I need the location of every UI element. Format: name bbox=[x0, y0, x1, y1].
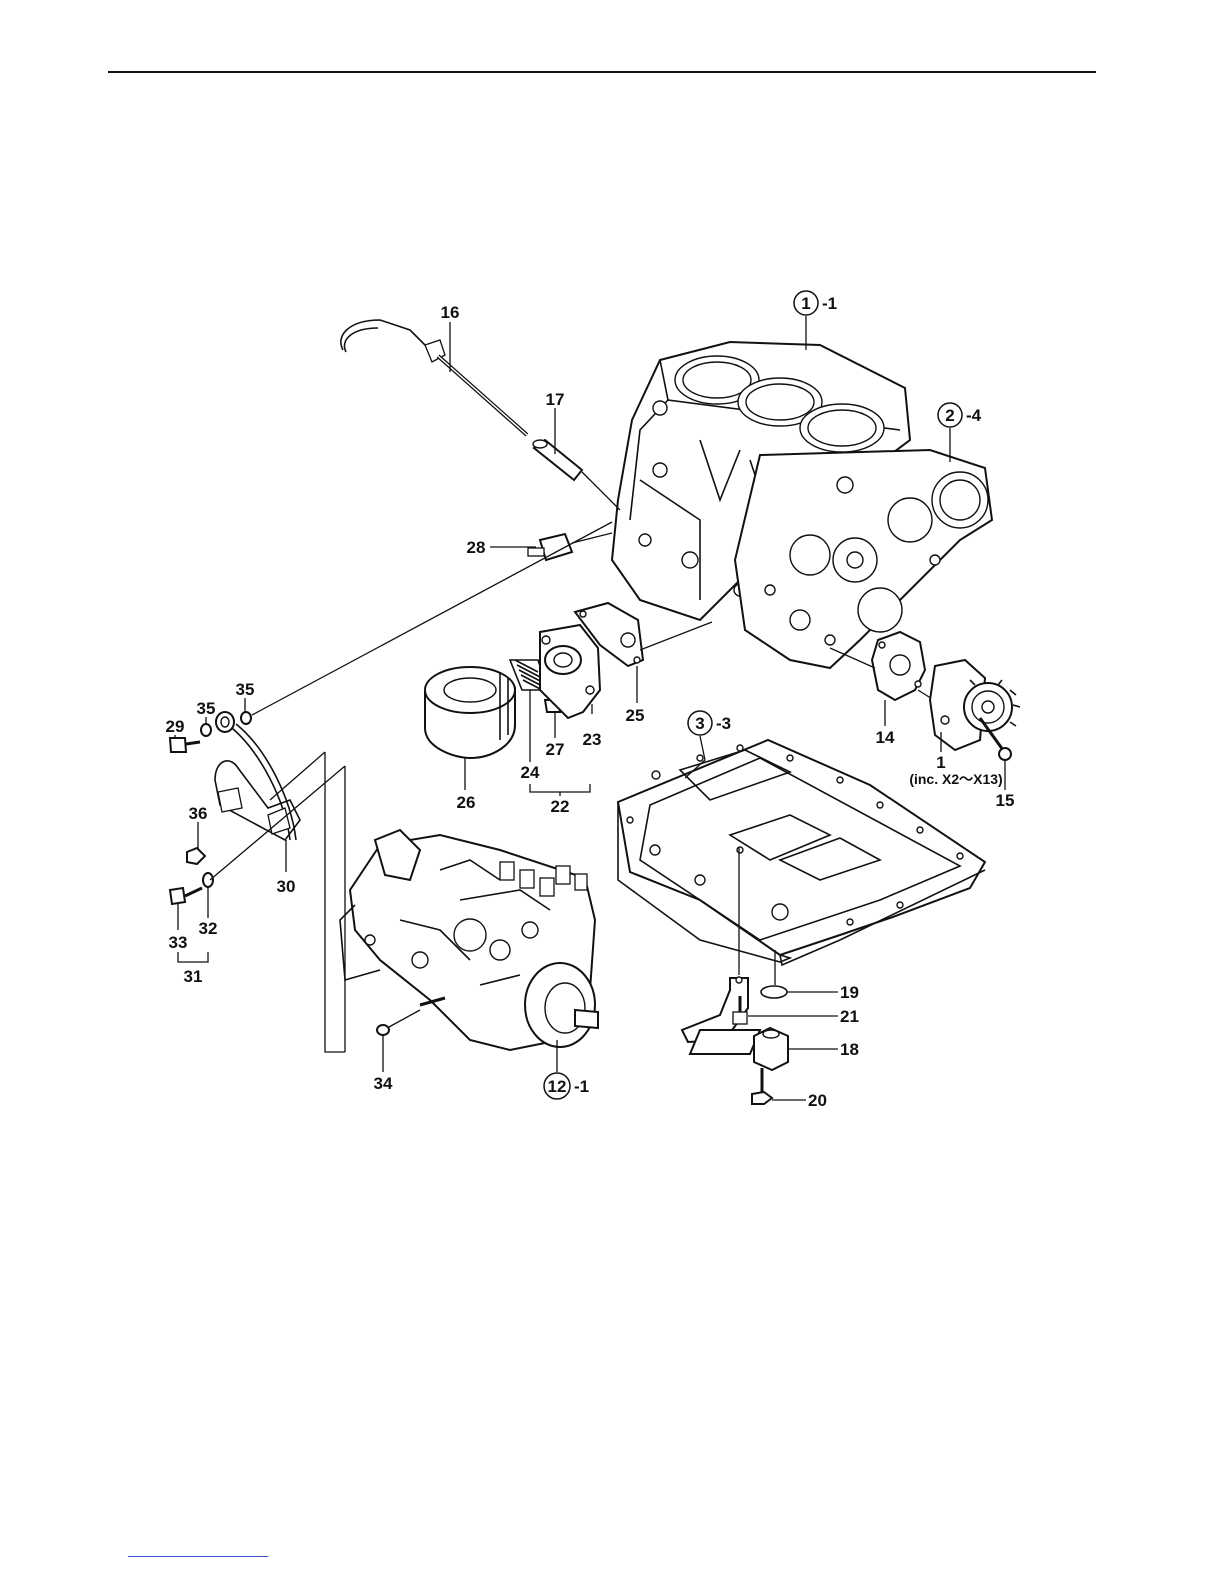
bracket-22 bbox=[530, 784, 590, 792]
callout-1: 1 bbox=[936, 753, 945, 772]
callout-35-right: 35 bbox=[236, 680, 255, 699]
oil-pipe bbox=[215, 724, 300, 840]
callout-33: 33 bbox=[169, 933, 188, 952]
svg-text:3: 3 bbox=[695, 714, 704, 733]
footer-link-rule bbox=[128, 1556, 268, 1557]
svg-text:2: 2 bbox=[945, 406, 954, 425]
oil-pump bbox=[930, 660, 1020, 750]
callout-14: 14 bbox=[876, 728, 895, 747]
dipstick-guide bbox=[533, 440, 582, 480]
svg-text:-1: -1 bbox=[822, 294, 837, 313]
callout-29: 29 bbox=[166, 717, 185, 736]
callout-28: 28 bbox=[467, 538, 486, 557]
ref-callout-1: 1 -1 bbox=[794, 291, 837, 315]
bracket-31 bbox=[178, 952, 208, 962]
note-oil-pump-includes: (inc. X2～X13) bbox=[909, 771, 1002, 787]
callout-19: 19 bbox=[840, 983, 859, 1002]
callout-23: 23 bbox=[583, 730, 602, 749]
dipstick bbox=[341, 320, 527, 435]
callout-26: 26 bbox=[457, 793, 476, 812]
svg-text:12: 12 bbox=[548, 1077, 567, 1096]
callout-16: 16 bbox=[441, 303, 460, 322]
svg-text:-4: -4 bbox=[966, 406, 982, 425]
callout-34: 34 bbox=[374, 1074, 393, 1093]
svg-text:1: 1 bbox=[801, 294, 810, 313]
nut-36 bbox=[187, 848, 205, 864]
eye-bolt-top bbox=[170, 738, 200, 752]
callout-17: 17 bbox=[546, 390, 565, 409]
callout-22: 22 bbox=[551, 797, 570, 816]
svg-text:-1: -1 bbox=[574, 1077, 589, 1096]
callout-35-left: 35 bbox=[197, 699, 216, 718]
cylinder-block bbox=[612, 342, 992, 668]
svg-text:-3: -3 bbox=[716, 714, 731, 733]
oil-filter bbox=[425, 667, 515, 758]
oil-pressure-switch bbox=[528, 533, 612, 560]
washer-35a bbox=[201, 724, 211, 736]
ref-callout-12: 12 -1 bbox=[544, 1073, 589, 1099]
callout-24: 24 bbox=[521, 763, 540, 782]
fuel-injection-pump bbox=[340, 830, 598, 1050]
washer-34 bbox=[377, 1010, 420, 1035]
pipe-eye-top bbox=[216, 712, 234, 732]
callout-32: 32 bbox=[199, 919, 218, 938]
callout-15: 15 bbox=[996, 791, 1015, 810]
bolt-33 bbox=[170, 888, 202, 904]
callout-25: 25 bbox=[626, 706, 645, 725]
oil-strainer bbox=[754, 1028, 788, 1070]
strainer-mounting-bolt bbox=[752, 1068, 772, 1104]
callout-30: 30 bbox=[277, 877, 296, 896]
callout-20: 20 bbox=[808, 1091, 827, 1110]
callout-18: 18 bbox=[840, 1040, 859, 1059]
oil-pump-gasket bbox=[872, 632, 925, 700]
washer-35b bbox=[241, 712, 251, 724]
callout-21: 21 bbox=[840, 1007, 859, 1026]
callout-31: 31 bbox=[184, 967, 203, 986]
washer-32 bbox=[203, 873, 213, 887]
ref-callout-2: 2 -4 bbox=[938, 403, 982, 427]
callout-36: 36 bbox=[189, 804, 208, 823]
callout-27: 27 bbox=[546, 740, 565, 759]
ref-callout-3: 3 -3 bbox=[688, 711, 731, 735]
o-ring bbox=[761, 986, 787, 998]
